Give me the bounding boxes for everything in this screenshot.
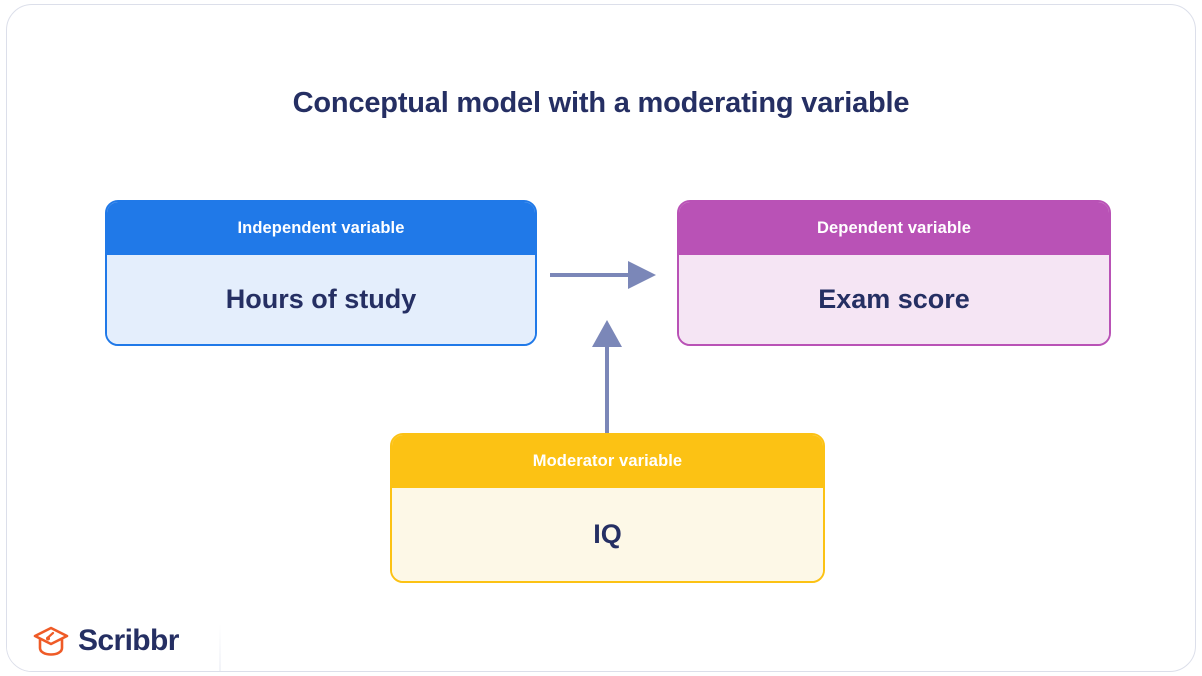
node-moderator-variable-value: IQ <box>392 488 823 581</box>
graduation-cap-icon <box>33 626 69 656</box>
node-independent-variable-role-label: Independent variable <box>107 202 535 255</box>
arrow-moderator-to-relationship-icon <box>592 320 622 433</box>
page-title: Conceptual model with a moderating varia… <box>292 87 910 119</box>
diagram-card: Conceptual model with a moderating varia… <box>6 4 1196 672</box>
node-moderator-variable: Moderator variable IQ <box>390 433 825 583</box>
arrow-independent-to-dependent-icon <box>550 261 656 289</box>
brand-logo: Scribbr <box>33 625 179 657</box>
brand-wordmark: Scribbr <box>78 624 179 657</box>
node-dependent-variable-role-label: Dependent variable <box>679 202 1109 255</box>
node-moderator-variable-role-label: Moderator variable <box>392 435 823 488</box>
node-dependent-variable-value: Exam score <box>679 255 1109 344</box>
node-dependent-variable: Dependent variable Exam score <box>677 200 1111 346</box>
node-independent-variable-value: Hours of study <box>107 255 535 344</box>
brand-logo-tab: Scribbr <box>7 585 237 671</box>
node-independent-variable: Independent variable Hours of study <box>105 200 537 346</box>
